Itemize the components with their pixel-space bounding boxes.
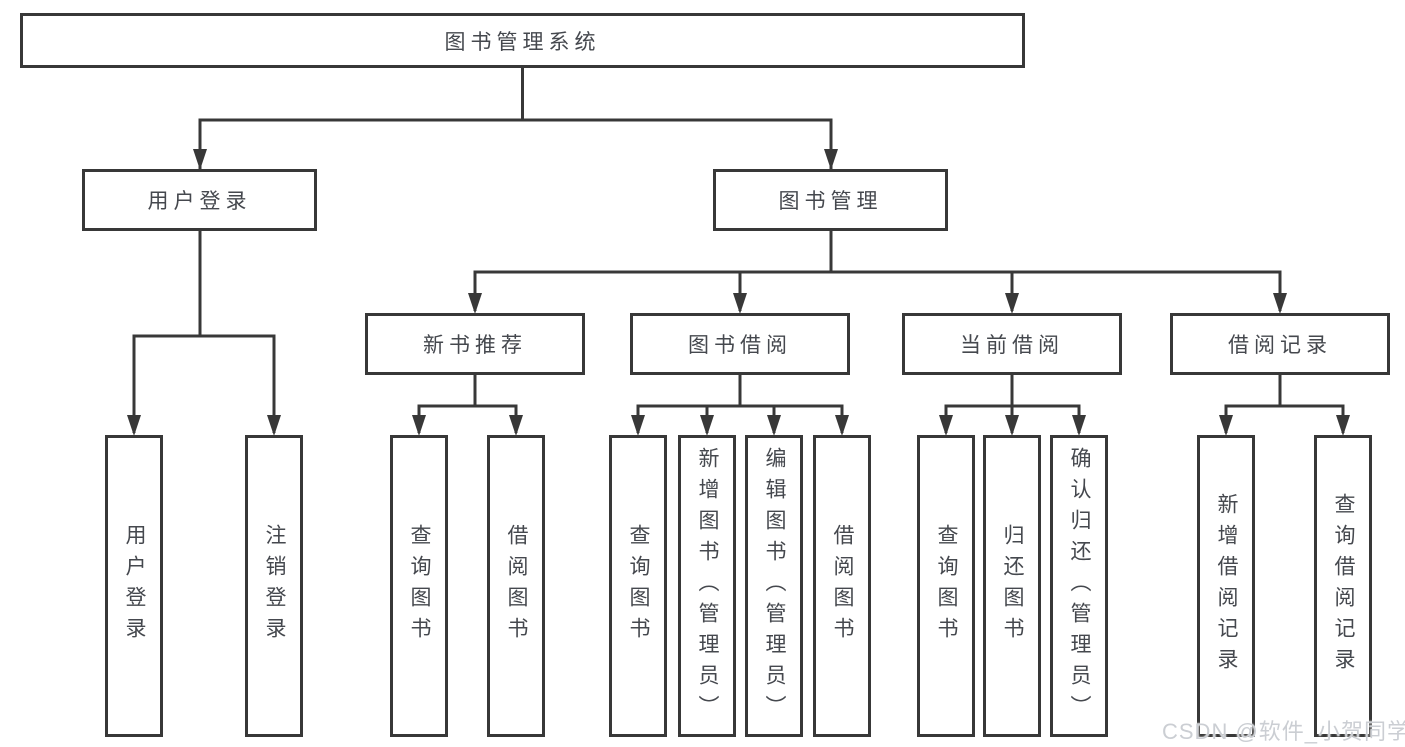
csdn-watermark: CSDN @软件_小贺同学 (1162, 719, 1405, 744)
leaf-query-books-borrow-label: 查询图书 (627, 524, 650, 648)
connector-borrow-records (1224, 375, 1345, 433)
arrowhead (939, 415, 953, 436)
leaf-add-borrow-record: 新增借阅记录 (1197, 435, 1255, 737)
node-user-login: 用户登录 (82, 169, 317, 231)
node-current-borrow: 当前借阅 (902, 313, 1122, 375)
leaf-edit-book-admin-label: 编辑图书（管理员） (763, 446, 786, 726)
node-book-management-label: 图书管理 (778, 190, 883, 213)
arrowhead (509, 415, 523, 436)
arrowhead (1005, 293, 1019, 314)
leaf-edit-book-admin: 编辑图书（管理员） (745, 435, 803, 737)
leaf-query-books-current-label: 查询图书 (935, 524, 958, 648)
arrowhead (1219, 415, 1233, 436)
arrowhead (468, 293, 482, 314)
node-root: 图书管理系统 (20, 13, 1025, 68)
leaf-confirm-return-admin-label: 确认归还（管理员） (1068, 446, 1091, 726)
arrowhead (733, 293, 747, 314)
connector-book-management (473, 231, 1282, 311)
arrowhead (824, 149, 838, 170)
leaf-borrow-books: 借阅图书 (813, 435, 871, 737)
leaf-logout: 注销登录 (245, 435, 303, 737)
arrowhead (267, 415, 281, 436)
leaf-return-books-label: 归还图书 (1001, 524, 1024, 648)
leaf-confirm-return-admin: 确认归还（管理员） (1050, 435, 1108, 737)
leaf-borrow-books-label: 借阅图书 (831, 524, 854, 648)
leaf-query-books-current: 查询图书 (917, 435, 975, 737)
connector-book-borrow (636, 375, 844, 433)
node-new-book-recommend: 新书推荐 (365, 313, 585, 375)
arrowheads (127, 149, 1350, 436)
node-book-borrow: 图书借阅 (630, 313, 850, 375)
arrowhead (1005, 415, 1019, 436)
node-borrow-records-label: 借阅记录 (1228, 334, 1332, 357)
leaf-query-borrow-record-label: 查询借阅记录 (1332, 493, 1355, 679)
leaf-borrow-books-recommend-label: 借阅图书 (505, 524, 528, 648)
arrowhead (835, 415, 849, 436)
leaf-return-books: 归还图书 (983, 435, 1041, 737)
leaf-borrow-books-recommend: 借阅图书 (487, 435, 545, 737)
node-user-login-label: 用户登录 (147, 190, 252, 213)
leaf-add-book-admin-label: 新增图书（管理员） (696, 446, 719, 726)
node-borrow-records: 借阅记录 (1170, 313, 1390, 375)
arrowhead (127, 415, 141, 436)
node-current-borrow-label: 当前借阅 (960, 334, 1064, 357)
arrowhead (767, 415, 781, 436)
node-new-book-recommend-label: 新书推荐 (423, 334, 527, 357)
arrowhead (1273, 293, 1287, 314)
node-root-label: 图书管理系统 (444, 30, 601, 54)
connector-root (198, 68, 833, 169)
leaf-query-books-recommend-label: 查询图书 (408, 524, 431, 648)
node-book-borrow-label: 图书借阅 (688, 334, 792, 357)
arrowhead (193, 149, 207, 170)
leaf-query-borrow-record: 查询借阅记录 (1314, 435, 1372, 737)
connector-user-login (132, 231, 276, 433)
leaf-query-books-borrow: 查询图书 (609, 435, 667, 737)
leaf-user-login: 用户登录 (105, 435, 163, 737)
arrowhead (1336, 415, 1350, 436)
connector-new-book (417, 375, 518, 433)
leaf-logout-label: 注销登录 (263, 524, 286, 648)
arrowhead (1072, 415, 1086, 436)
node-book-management: 图书管理 (713, 169, 948, 231)
arrowhead (631, 415, 645, 436)
leaf-add-borrow-record-label: 新增借阅记录 (1215, 493, 1238, 679)
leaf-user-login-label: 用户登录 (123, 524, 146, 648)
leaf-query-books-recommend: 查询图书 (390, 435, 448, 737)
arrowhead (412, 415, 426, 436)
arrowhead (700, 415, 714, 436)
leaf-add-book-admin: 新增图书（管理员） (678, 435, 736, 737)
